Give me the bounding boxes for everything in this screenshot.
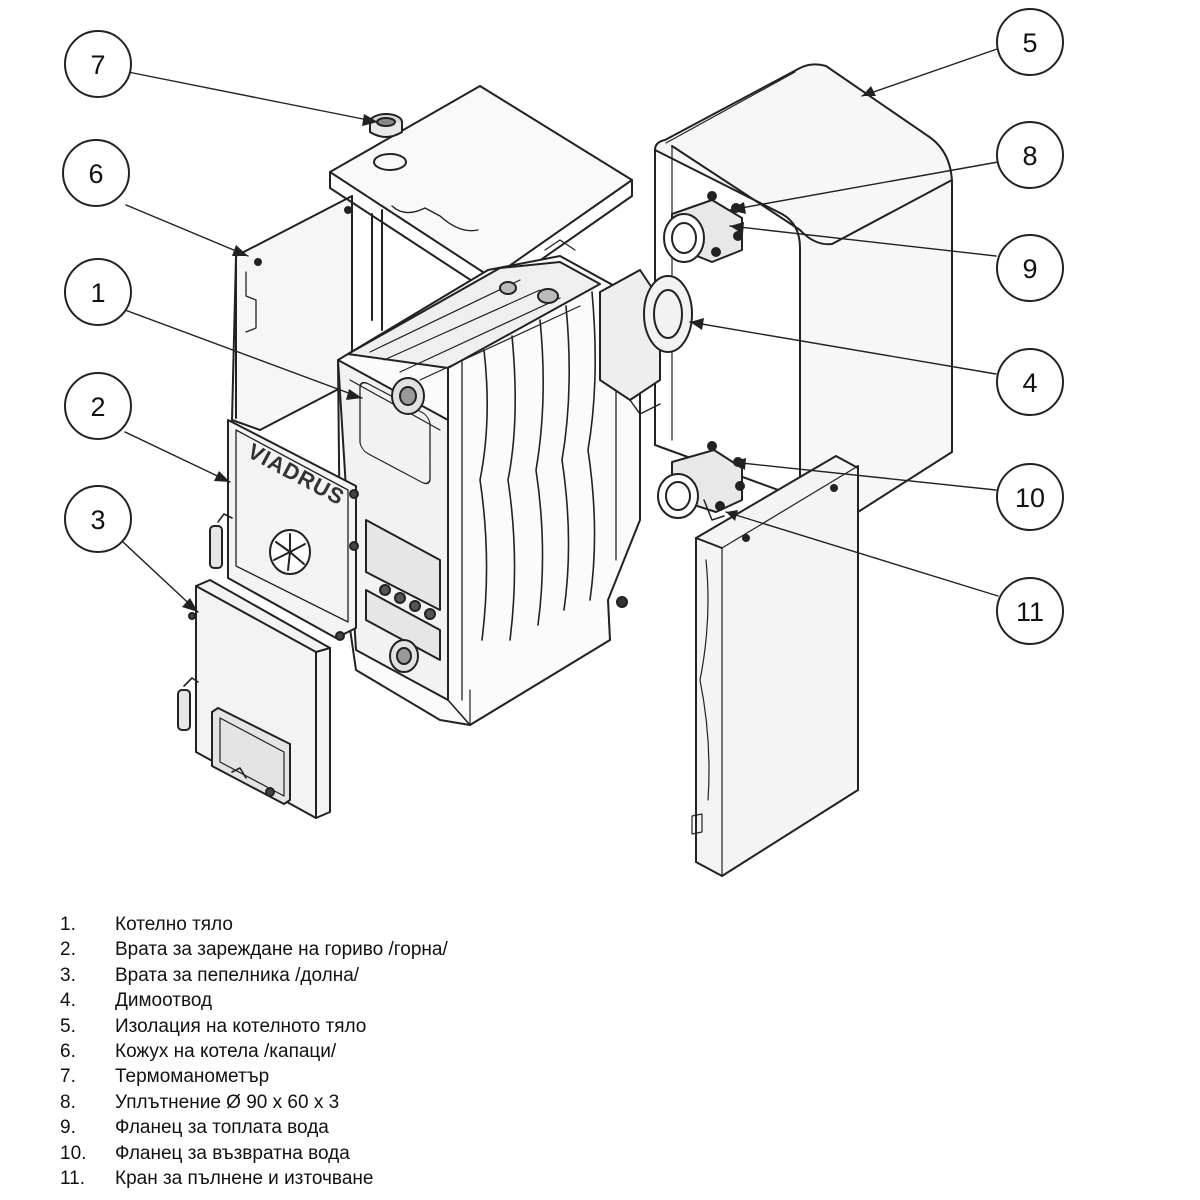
legend-item-text: Димоотвод [115, 990, 213, 1012]
right-side-panel [691, 455, 859, 877]
parts-legend: 1. Котелно тяло 2. Врата за зареждане на г… [60, 912, 448, 1191]
callout-5: 5 [996, 8, 1064, 76]
callout-6-label: 6 [88, 159, 103, 189]
legend-item-number: 3. [60, 964, 76, 986]
legend-item-text: Уплътнение Ø 90 x 60 x 3 [115, 1091, 340, 1113]
legend-item-text: Термоманометър [115, 1066, 270, 1088]
legend-item-number: 5. [60, 1015, 76, 1037]
callout-8: 8 [996, 121, 1064, 189]
legend-item: 5. Изолация на котелното тяло [60, 1014, 448, 1039]
legend-item-number: 7. [60, 1066, 76, 1088]
callout-3: 3 [64, 485, 132, 553]
callout-11-label: 11 [1016, 597, 1044, 627]
lower-flange [657, 441, 745, 521]
callout-5-label: 5 [1022, 28, 1037, 58]
callout-7: 7 [64, 30, 132, 98]
callout-6: 6 [62, 139, 130, 207]
boiler-exploded-diagram: VIADRUS [62, 8, 1064, 877]
legend-item: 7. Термоманометър [60, 1064, 448, 1089]
legend-item: 10. Фланец за възвратна вода [60, 1141, 448, 1166]
callout-8-label: 8 [1022, 141, 1037, 171]
legend-item-text: Врата за пепелника /долна/ [115, 964, 360, 986]
callout-1: 1 [64, 258, 132, 326]
legend-item-number: 4. [60, 990, 76, 1012]
callout-4: 4 [996, 348, 1064, 416]
legend-item-text: Фланец за топлата вода [115, 1117, 329, 1139]
legend-item: 8. Уплътнение Ø 90 x 60 x 3 [60, 1090, 448, 1115]
callout-3-label: 3 [90, 505, 105, 535]
callout-10: 10 [996, 463, 1064, 531]
legend-item: 3. Врата за пепелника /долна/ [60, 963, 448, 988]
callout-9-label: 9 [1022, 254, 1037, 284]
upper-flange [663, 191, 743, 263]
legend-item: 4. Димоотвод [60, 988, 448, 1013]
legend-item: 11. Кран за пълнене и източване [60, 1166, 448, 1191]
legend-item: 1. Котелно тяло [60, 912, 448, 937]
leader-arrowheads [182, 86, 876, 612]
legend-item-number: 2. [60, 939, 76, 961]
fuel-loading-door: VIADRUS [209, 419, 359, 641]
legend-item-number: 9. [60, 1117, 76, 1139]
back-panel [231, 195, 383, 431]
legend-item: 9. Фланец за топлата вода [60, 1115, 448, 1140]
callout-4-label: 4 [1022, 368, 1037, 398]
thermomanometer [369, 113, 403, 138]
callout-7-label: 7 [90, 50, 105, 80]
legend-item: 2. Врата за зареждане на гориво /горна/ [60, 937, 448, 962]
leader-lines [122, 47, 1001, 613]
callout-10-label: 10 [1015, 483, 1045, 513]
callout-1-label: 1 [90, 278, 105, 308]
callout-2-label: 2 [90, 392, 105, 422]
boiler-body [337, 255, 641, 726]
legend-item-text: Врата за зареждане на гориво /горна/ [115, 939, 448, 961]
callout-2: 2 [64, 372, 132, 440]
flue-outlet [599, 269, 693, 415]
legend-item-text: Котелно тяло [115, 914, 233, 935]
callout-11: 11 [996, 577, 1064, 645]
legend-item-text: Кран за пълнене и източване [115, 1167, 374, 1189]
ashpan-door [177, 579, 331, 819]
legend-item-text: Изолация на котелното тяло [115, 1015, 367, 1037]
legend-item-number: 11. [60, 1167, 86, 1189]
legend-item: 6. Кожух на котела /капаци/ [60, 1039, 448, 1064]
legend-item-number: 10. [60, 1142, 87, 1164]
insulation-jacket [654, 63, 953, 513]
legend-item-text: Кожух на котела /капаци/ [115, 1040, 337, 1062]
legend-item-number: 6. [60, 1040, 76, 1062]
legend-item-text: Фланец за възвратна вода [115, 1142, 350, 1164]
legend-item-number: 8. [60, 1091, 76, 1113]
callout-9: 9 [996, 234, 1064, 302]
legend-item-number: 1. [60, 914, 76, 935]
